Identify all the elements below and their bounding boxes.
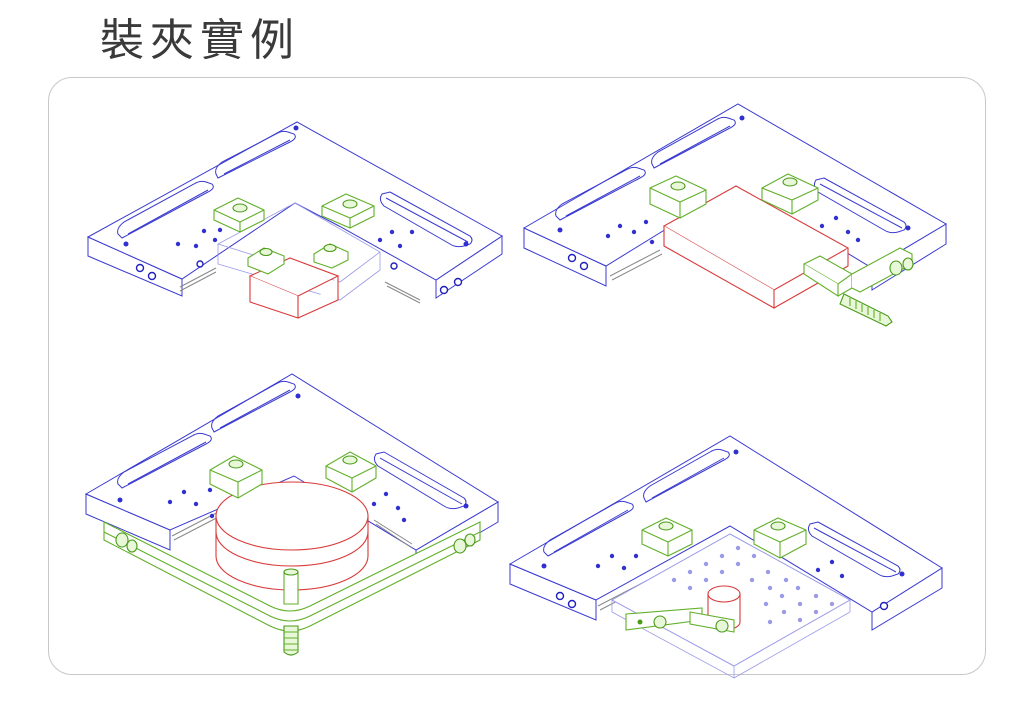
angle-plate-fixture [508,435,943,631]
angle-plate-fixture [86,121,503,304]
example-4 [508,435,943,679]
clamp-set [213,193,375,275]
u-shaped-bar-pusher [103,521,481,656]
example-2 [522,103,947,327]
clamp-set [641,517,807,559]
page-title: 裝夾實例 [100,15,300,66]
round-disc-workpiece [215,481,369,591]
screw-pusher [802,247,914,327]
clamp-set [649,173,819,219]
example-3 [84,373,499,656]
clamp-set [209,451,377,499]
lever-clamp [625,607,735,633]
perforation-holes [671,545,835,625]
example-1 [86,121,503,319]
